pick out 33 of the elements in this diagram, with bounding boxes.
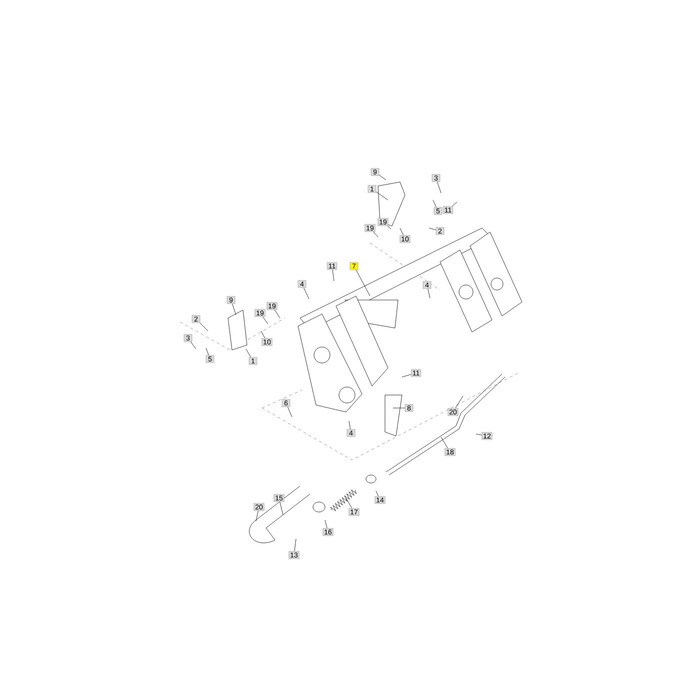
leader-line (287, 406, 292, 418)
leader-line (260, 330, 266, 338)
leader-line (246, 348, 251, 358)
leader-line (356, 270, 370, 296)
leader-line (379, 174, 386, 180)
leader-line (304, 288, 310, 300)
leader-line (376, 192, 388, 200)
leader-line (437, 182, 442, 194)
leader-line (376, 490, 379, 496)
leader-line (324, 520, 328, 528)
leader-line (346, 498, 352, 508)
leader-line (428, 288, 430, 298)
leader-line (476, 434, 482, 436)
leader-line (232, 304, 236, 316)
leader-line (428, 228, 436, 230)
leader-line (280, 502, 284, 516)
leader-line (400, 228, 404, 236)
leader-line (206, 348, 209, 356)
leader-line (440, 436, 448, 448)
leader-line (262, 316, 268, 324)
leader-line (256, 510, 258, 522)
leader-line (294, 538, 296, 552)
leader-line (332, 270, 334, 282)
leader-line (402, 374, 412, 378)
leader-line (274, 310, 280, 318)
leader-line (190, 342, 196, 350)
leader-line (452, 202, 458, 206)
leader-line (200, 322, 208, 332)
leader-line (348, 420, 351, 430)
leader-line (373, 232, 378, 238)
leader-line (387, 226, 392, 230)
leader-line (455, 396, 464, 408)
leader-line (432, 200, 436, 208)
